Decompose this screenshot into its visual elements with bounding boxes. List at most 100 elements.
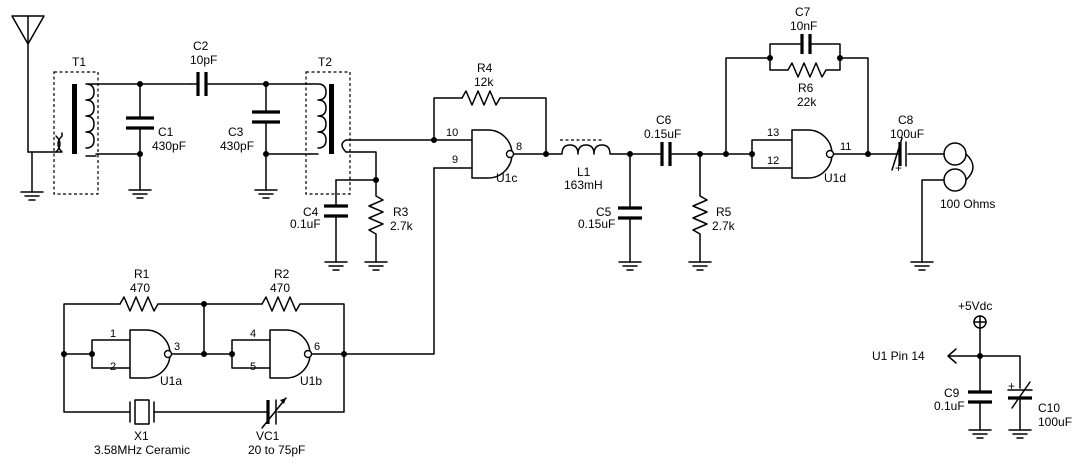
variable-capacitor-vc1 [261, 397, 287, 429]
c5-value: 0.15uF [578, 217, 615, 231]
power-terminal-icon [973, 315, 987, 329]
ground-icon-c1 [128, 189, 152, 199]
inductor-l1 [545, 139, 631, 155]
c1-ref: C1 [158, 125, 174, 139]
c5-ref: C5 [596, 205, 612, 219]
load-label: 100 Ohms [940, 197, 995, 211]
r6-value: 22k [797, 95, 817, 109]
u1c-pin-in-a: 10 [446, 127, 458, 139]
r5-ref: R5 [716, 205, 732, 219]
capacitor-c7 [769, 34, 841, 59]
r5-value: 2.7k [712, 219, 736, 233]
c2-ref: C2 [193, 39, 209, 53]
pin14-label: U1 Pin 14 [872, 349, 925, 363]
transformer-t2 [305, 71, 351, 195]
r2-value: 470 [270, 281, 290, 295]
resistor-r3 [364, 179, 388, 271]
crystal-x1 [129, 399, 155, 425]
resistor-r4 [461, 90, 547, 155]
junction-dot [263, 81, 269, 87]
capacitor-c5 [618, 206, 642, 220]
c8-value: 100uF [890, 127, 924, 141]
c8-plus: + [895, 161, 902, 175]
c6-ref: C6 [656, 113, 672, 127]
t1-label: T1 [72, 55, 86, 69]
c7-ref: C7 [795, 5, 811, 19]
capacitor-c8 [867, 137, 945, 171]
u1a-pin-in-b: 2 [110, 361, 116, 373]
ground-icon-c5 [618, 261, 642, 271]
r6-ref: R6 [798, 81, 814, 95]
l1-ref: L1 [577, 165, 591, 179]
resistor-r6 [769, 57, 841, 78]
resistor-r5 [688, 153, 712, 271]
u1b-label: U1b [300, 374, 322, 388]
c2-value: 10pF [190, 53, 217, 67]
c10-ref: C10 [1038, 401, 1060, 415]
u1d-pin-in-a: 13 [767, 127, 779, 139]
nand-gate-u1d [791, 129, 835, 179]
x1-value: 3.58MHz Ceramic [94, 443, 190, 457]
capacitor-c3 [252, 110, 280, 124]
nand-gate-u1b [269, 329, 313, 379]
u1a-label: U1a [160, 374, 182, 388]
c3-ref: C3 [228, 125, 244, 139]
c9-ref: C9 [944, 386, 960, 400]
c9-value: 0.1uF [934, 399, 965, 413]
transformer-t1 [27, 71, 99, 195]
power-label: +5Vdc [958, 299, 992, 313]
u1d-pin-out: 11 [840, 141, 851, 153]
ground-icon-c10 [1008, 429, 1032, 439]
u1b-pin-in-b: 5 [250, 361, 256, 373]
speaker-load-icon [910, 142, 974, 271]
junction-dot [137, 151, 143, 157]
u1d-label: U1d [824, 171, 846, 185]
c8-ref: C8 [898, 113, 914, 127]
r2-ref: R2 [274, 267, 290, 281]
ground-icon-antenna [20, 151, 44, 201]
resistor-r2 [261, 296, 345, 355]
t2-label-text: T2 [318, 55, 332, 69]
nand-gate-u1a [129, 329, 173, 379]
ground-icon-c9 [968, 429, 992, 439]
r3-value: 2.7k [390, 219, 414, 233]
capacitor-c4 [324, 204, 348, 218]
capacitor-c9 [968, 390, 992, 404]
vc1-ref: VC1 [256, 429, 280, 443]
capacitor-c1 [126, 116, 154, 130]
l1-value: 163mH [564, 178, 603, 192]
capacitor-c10 [1007, 381, 1033, 431]
u1d-pin-in-b: 12 [767, 155, 779, 167]
ground-icon-c3 [254, 189, 278, 199]
c10-plus: + [1008, 379, 1015, 393]
r1-ref: R1 [134, 267, 150, 281]
c7-value: 10nF [790, 19, 817, 33]
r4-ref: R4 [477, 61, 493, 75]
capacitor-c2 [189, 72, 267, 96]
junction-dot [137, 81, 143, 87]
resistor-r1 [119, 296, 205, 312]
c6-value: 0.15uF [644, 127, 681, 141]
c1-value: 430pF [152, 139, 186, 153]
c4-ref: C4 [303, 205, 319, 219]
u1c-pin-in-b: 9 [452, 154, 458, 166]
arrow-left-icon [947, 348, 981, 364]
r1-value: 470 [130, 281, 150, 295]
u1b-pin-in-a: 4 [250, 328, 256, 340]
c4-value: 0.1uF [290, 217, 321, 231]
r3-ref: R3 [393, 205, 409, 219]
r4-value: 12k [474, 75, 494, 89]
antenna-icon [11, 15, 45, 153]
ground-icon-c4 [324, 261, 348, 271]
capacitor-c6 [629, 142, 701, 166]
c10-value: 100uF [1038, 415, 1072, 429]
u1a-pin-in-a: 1 [110, 328, 116, 340]
u1a-pin-out: 3 [174, 341, 180, 353]
u1c-label: U1c [496, 171, 517, 185]
c3-value: 430pF [220, 139, 254, 153]
u1b-pin-out: 6 [314, 341, 320, 353]
u1c-pin-out: 8 [516, 141, 522, 153]
x1-ref: X1 [134, 429, 149, 443]
